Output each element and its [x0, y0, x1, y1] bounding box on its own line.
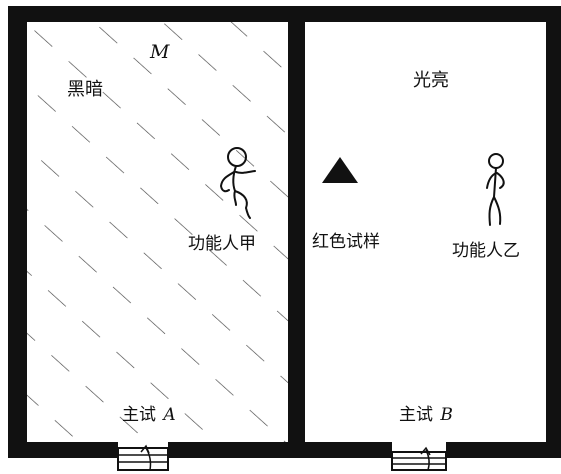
point-m-label: M — [149, 41, 170, 63]
experimenter-a-prefix: 主试 — [122, 405, 156, 425]
bottom-wall-right-b — [446, 442, 561, 458]
bright-room-label: 光亮 — [413, 70, 449, 91]
person-a-stick-figure-icon — [220, 147, 256, 219]
dark-room-hatching — [27, 22, 288, 442]
person-a-label: 功能人甲 — [188, 234, 256, 254]
top-wall — [8, 6, 557, 22]
red-sample-label: 红色试样 — [312, 232, 380, 252]
dark-room-label: 黑暗 — [67, 79, 103, 100]
walls — [8, 6, 561, 458]
experimenter-a-letter: A — [161, 405, 175, 425]
left-wall — [8, 6, 27, 458]
door-b-icon — [391, 446, 447, 471]
middle-wall — [288, 6, 305, 458]
experimenter-b-prefix: 主试 — [399, 405, 433, 425]
experimenter-b-label: 主试 B — [399, 405, 453, 425]
door-a-icon — [117, 444, 169, 471]
experimenter-a-label: 主试 A — [122, 405, 176, 425]
bottom-wall-left-b — [168, 442, 305, 458]
right-wall — [546, 6, 561, 458]
red-sample-triangle-icon — [322, 157, 358, 183]
experimenter-b-letter: B — [439, 405, 453, 425]
person-b-label: 功能人乙 — [452, 241, 520, 261]
bottom-wall-left-a — [8, 442, 118, 458]
person-b-stick-figure-icon — [486, 153, 505, 226]
bottom-wall-right-a — [288, 442, 392, 458]
